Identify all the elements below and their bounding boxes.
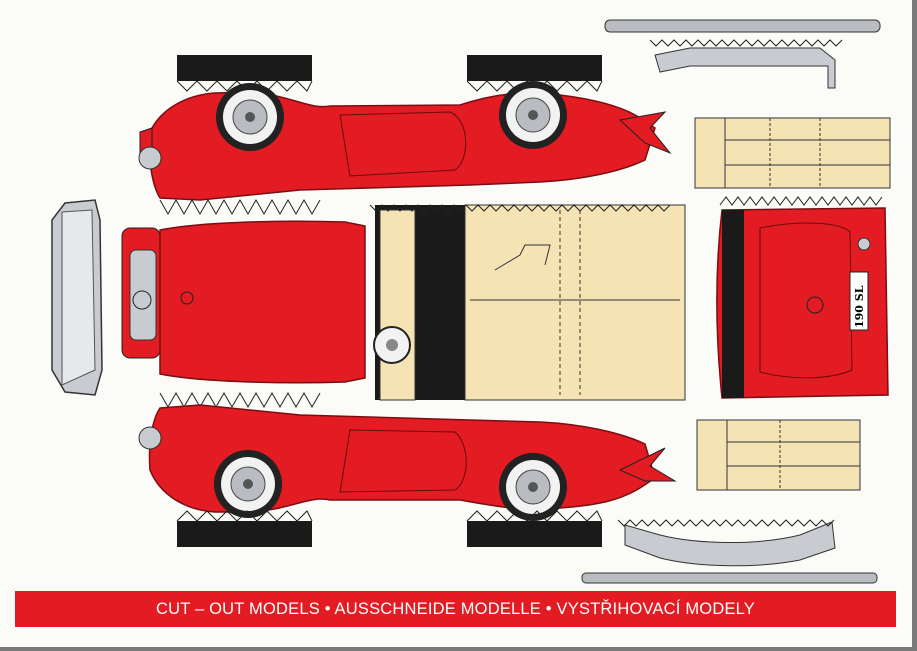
bottom-side-view-part [138,391,677,547]
rear-view-part: 190 SL [716,196,889,399]
bottom-bumper-strip-part [581,519,878,584]
top-side-view-part [138,55,672,216]
top-bumper-strip-part [604,19,881,89]
seat-panel-lower [696,419,861,491]
seat-panel-upper [694,117,891,189]
cutout-model-artwork: 190 SL [51,19,891,584]
license-plate-text: 190 SL [853,285,866,328]
top-down-view-part [121,204,686,401]
front-bumper-part [51,199,103,396]
footer-banner: CUT – OUT MODELS • AUSSCHNEIDE MODELLE •… [15,591,896,627]
banner-title: CUT – OUT MODELS • AUSSCHNEIDE MODELLE •… [155,599,756,618]
